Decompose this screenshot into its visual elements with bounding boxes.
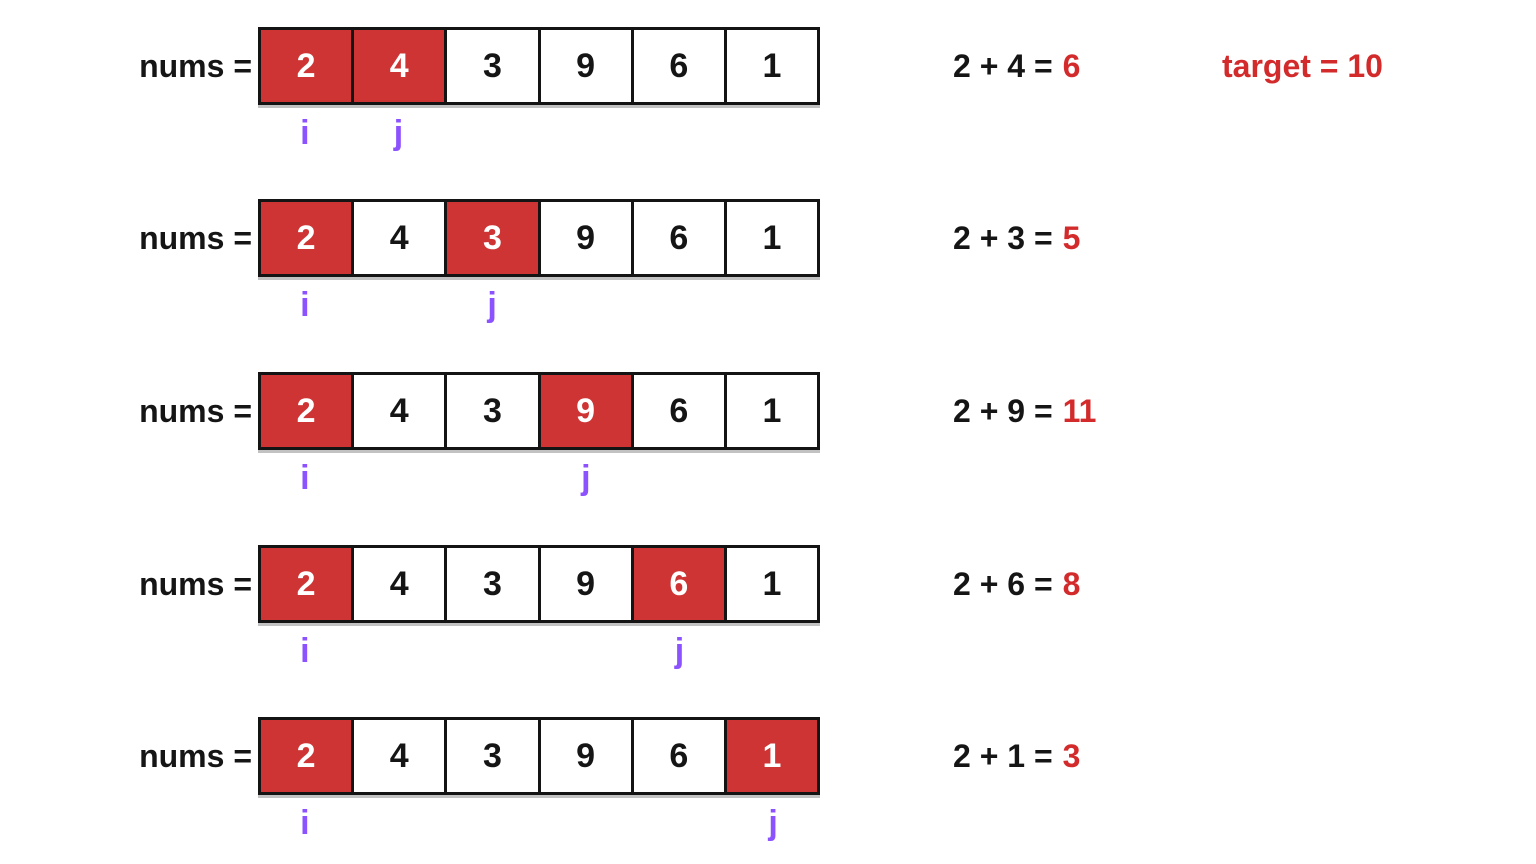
equation-result: 6 bbox=[1062, 47, 1081, 84]
array-cell: 2 bbox=[258, 545, 355, 623]
array-cell: 2 bbox=[258, 27, 355, 105]
array-cell: 4 bbox=[351, 27, 448, 105]
equation-result: 11 bbox=[1062, 392, 1097, 429]
array-cell: 4 bbox=[351, 545, 448, 623]
equation-left: 2 + 4 = bbox=[953, 47, 1053, 84]
array-label: nums = bbox=[139, 392, 252, 429]
array-cell: 9 bbox=[537, 199, 634, 277]
iteration-row-5: nums = 2 4 3 9 6 1 i j 2 + 1 = 3 bbox=[0, 717, 1536, 857]
array-cell: 6 bbox=[630, 27, 727, 105]
sum-equation: 2 + 9 = 11 bbox=[953, 372, 1096, 450]
array-cell: 9 bbox=[537, 717, 634, 795]
array-cell: 3 bbox=[444, 372, 541, 450]
array-cell: 6 bbox=[630, 372, 727, 450]
array-label: nums = bbox=[139, 565, 252, 602]
pointer-i: i bbox=[300, 114, 310, 152]
pointer-track: i j bbox=[258, 285, 820, 331]
array-cell: 3 bbox=[444, 199, 541, 277]
equation-left: 2 + 9 = bbox=[953, 392, 1053, 429]
pointer-j: j bbox=[487, 286, 497, 324]
array-cell: 2 bbox=[258, 717, 355, 795]
equation-result: 5 bbox=[1062, 219, 1081, 256]
equation-result: 3 bbox=[1062, 737, 1081, 774]
equation-left: 2 + 3 = bbox=[953, 219, 1053, 256]
array-cell: 4 bbox=[351, 372, 448, 450]
array-row: 2 4 3 9 6 1 bbox=[258, 717, 821, 795]
array-cell: 3 bbox=[444, 717, 541, 795]
array-cell: 3 bbox=[444, 545, 541, 623]
sum-equation: 2 + 4 = 6 bbox=[953, 27, 1080, 105]
array-row: 2 4 3 9 6 1 bbox=[258, 372, 821, 450]
pointer-i: i bbox=[300, 804, 310, 842]
pointer-j: j bbox=[674, 632, 685, 670]
iteration-row-1: nums = 2 4 3 9 6 1 i j 2 + 4 = 6 bbox=[0, 27, 1536, 167]
array-cell: 9 bbox=[537, 545, 634, 623]
array-cell: 1 bbox=[723, 372, 821, 450]
pointer-j: j bbox=[768, 804, 778, 842]
iteration-row-3: nums = 2 4 3 9 6 1 i j 2 + 9 = 11 bbox=[0, 372, 1536, 512]
array-cell: 9 bbox=[537, 27, 634, 105]
array-cell: 6 bbox=[630, 545, 727, 623]
pointer-i: i bbox=[300, 286, 310, 324]
pointer-i: i bbox=[300, 632, 310, 670]
iteration-row-4: nums = 2 4 3 9 6 1 i j 2 + 6 = 8 bbox=[0, 545, 1536, 685]
array-cell: 2 bbox=[258, 372, 355, 450]
array-cell: 4 bbox=[351, 199, 448, 277]
array-cell: 1 bbox=[723, 27, 821, 105]
pointer-track: i j bbox=[258, 631, 820, 677]
array-cell: 1 bbox=[723, 717, 821, 795]
equation-left: 2 + 6 = bbox=[953, 565, 1053, 602]
sum-equation: 2 + 1 = 3 bbox=[953, 717, 1080, 795]
array-row: 2 4 3 9 6 1 bbox=[258, 199, 821, 277]
pointer-track: i j bbox=[258, 458, 820, 504]
equation-result: 8 bbox=[1062, 565, 1081, 602]
pointer-track: i j bbox=[258, 113, 820, 159]
pointer-j: j bbox=[581, 459, 591, 497]
array-cell: 4 bbox=[351, 717, 448, 795]
array-label: nums = bbox=[139, 737, 252, 774]
array-label: nums = bbox=[139, 219, 252, 256]
pointer-track: i j bbox=[258, 803, 820, 849]
array-cell: 9 bbox=[537, 372, 634, 450]
array-cell: 2 bbox=[258, 199, 355, 277]
array-label: nums = bbox=[139, 47, 252, 84]
equation-left: 2 + 1 = bbox=[953, 737, 1053, 774]
sum-equation: 2 + 6 = 8 bbox=[953, 545, 1080, 623]
array-cell: 1 bbox=[723, 199, 821, 277]
sum-equation: 2 + 3 = 5 bbox=[953, 199, 1080, 277]
array-cell: 6 bbox=[630, 717, 727, 795]
array-cell: 6 bbox=[630, 199, 727, 277]
array-row: 2 4 3 9 6 1 bbox=[258, 27, 821, 105]
array-cell: 3 bbox=[444, 27, 541, 105]
pointer-i: i bbox=[300, 459, 310, 497]
array-cell: 1 bbox=[723, 545, 821, 623]
pointer-j: j bbox=[393, 114, 404, 152]
array-row: 2 4 3 9 6 1 bbox=[258, 545, 821, 623]
iteration-row-2: nums = 2 4 3 9 6 1 i j 2 + 3 = 5 bbox=[0, 199, 1536, 339]
target-label: target = 10 bbox=[1222, 47, 1383, 84]
